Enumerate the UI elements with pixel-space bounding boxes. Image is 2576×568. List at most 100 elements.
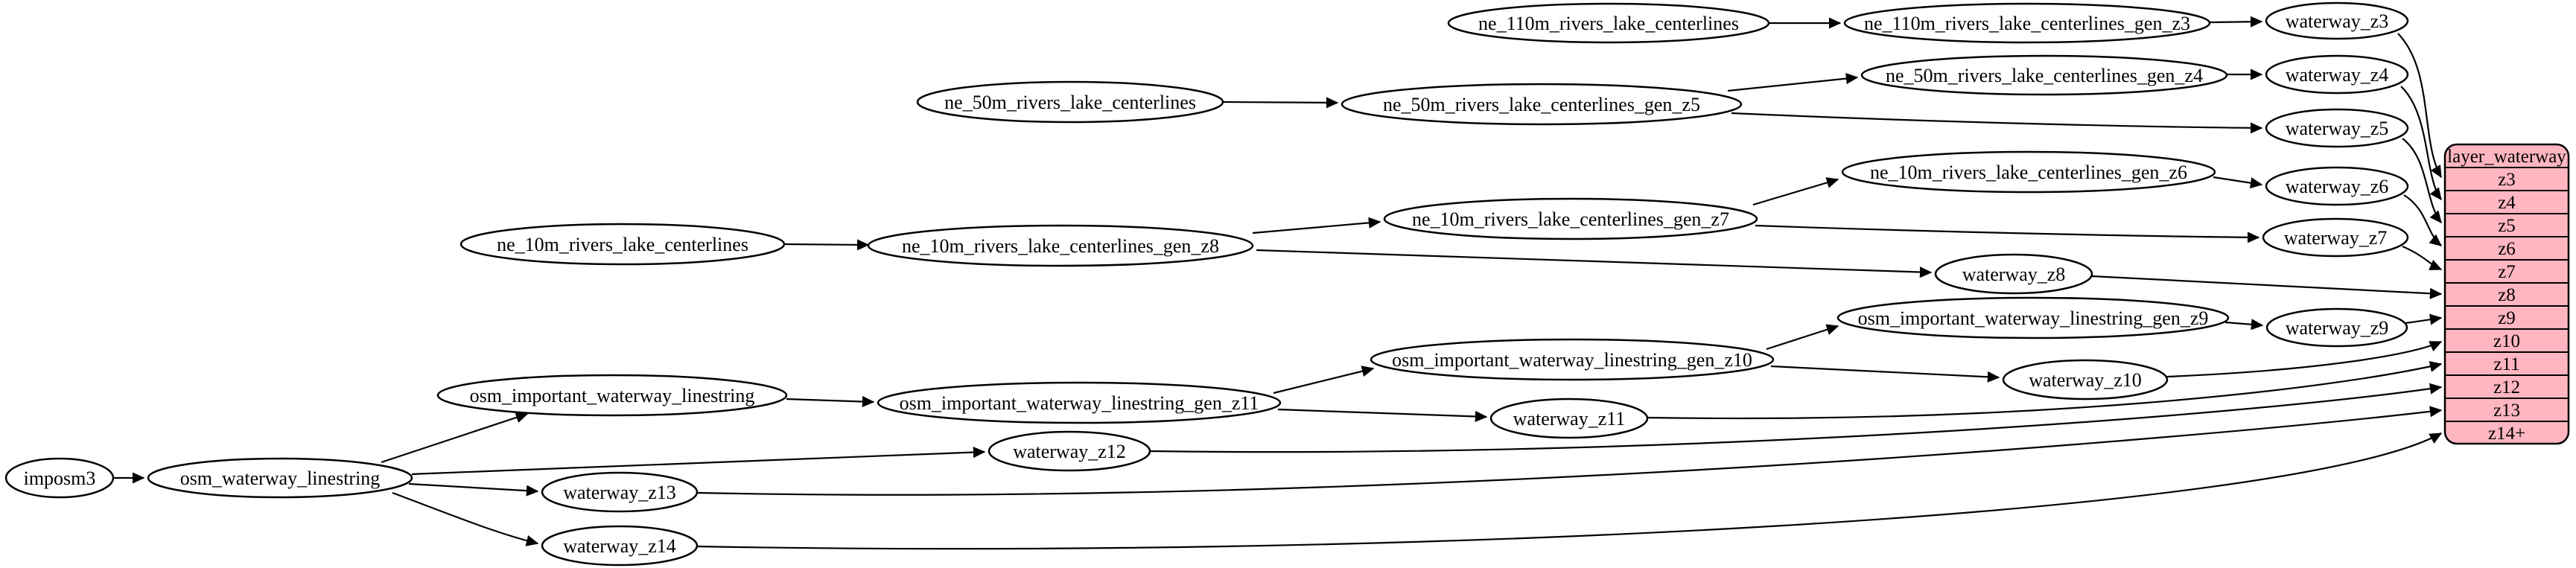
edge-gen_z7-waterway_z7 xyxy=(1755,224,2260,243)
node-waterway_z4-label: waterway_z4 xyxy=(2286,64,2389,86)
node-waterway_z13-shape xyxy=(541,471,699,513)
node-ne_10m_rivers_lake_centerlines_gen_z6-label: ne_10m_rivers_lake_centerlines_gen_z6 xyxy=(1870,162,2187,183)
node-waterway_z3-label: waterway_z3 xyxy=(2286,10,2389,32)
nodes: imposm3 osm_waterway_linestring osm_impo… xyxy=(4,1,2409,567)
node-imposm3-shape xyxy=(4,457,115,499)
edge-osm_waterway_linestring-waterway_z14 xyxy=(392,491,539,546)
node-waterway_z4-shape xyxy=(2265,54,2409,95)
table-row-z12: z12 xyxy=(2493,377,2520,398)
edge-waterway_z8-row_z8 xyxy=(2091,275,2443,299)
table-row-z9: z9 xyxy=(2498,308,2516,328)
edge-waterway_z11-row_z11 xyxy=(1647,360,2443,420)
node-ne_10m_rivers_lake_centerlines_gen_z7-shape xyxy=(1383,197,1758,240)
node-osm_important_waterway_linestring_gen_z10-label: osm_important_waterway_linestring_gen_z1… xyxy=(1392,349,1752,371)
node-waterway_z3-shape xyxy=(2265,1,2409,40)
edge-ne_50m-gen_z5 xyxy=(1222,97,1339,109)
edge-waterway_z6-row_z6 xyxy=(2403,194,2443,246)
node-waterway_z6-label: waterway_z6 xyxy=(2286,176,2389,197)
node-ne_50m_rivers_lake_centerlines-shape xyxy=(916,80,1224,124)
node-waterway_z13-label: waterway_z13 xyxy=(563,482,676,503)
edge-osm_waterway_linestring-osm_important_waterway_linestring xyxy=(381,412,529,464)
edge-waterway_z9-row_z9 xyxy=(2405,313,2443,325)
edge-gen_z9-waterway_z9 xyxy=(2224,319,2264,331)
node-osm_waterway_linestring: osm_waterway_linestring xyxy=(147,457,413,499)
node-ne_50m_rivers_lake_centerlines_gen_z5-shape xyxy=(1341,83,1743,126)
node-osm_important_waterway_linestring_gen_z11-shape xyxy=(877,381,1282,424)
edge-gen_z8-gen_z7 xyxy=(1252,217,1381,234)
table-row-z11: z11 xyxy=(2493,354,2519,374)
node-osm_important_waterway_linestring-shape xyxy=(436,374,788,417)
node-osm_important_waterway_linestring_gen_z9-label: osm_important_waterway_linestring_gen_z9 xyxy=(1858,307,2209,329)
node-waterway_z9-label: waterway_z9 xyxy=(2286,317,2389,339)
edge-gen_z5-waterway_z5 xyxy=(1731,112,2263,134)
table-row-z5: z5 xyxy=(2498,216,2516,236)
node-osm_important_waterway_linestring_gen_z9-shape xyxy=(1836,296,2230,339)
table-row-z14plus: z14+ xyxy=(2488,424,2525,444)
edge-gen_z11-waterway_z11 xyxy=(1277,408,1488,423)
node-ne_50m_rivers_lake_centerlines_gen_z4-label: ne_50m_rivers_lake_centerlines_gen_z4 xyxy=(1886,65,2203,86)
node-waterway_z3: waterway_z3 xyxy=(2265,1,2409,40)
node-waterway_z14-shape xyxy=(541,525,699,567)
node-waterway_z11-shape xyxy=(1489,398,1649,439)
node-waterway_z4: waterway_z4 xyxy=(2265,54,2409,95)
node-ne_10m_rivers_lake_centerlines_gen_z6: ne_10m_rivers_lake_centerlines_gen_z6 xyxy=(1841,150,2216,194)
edge-osm_important_waterway_linestring-gen_z11 xyxy=(786,395,875,408)
node-ne_10m_rivers_lake_centerlines_gen_z7-label: ne_10m_rivers_lake_centerlines_gen_z7 xyxy=(1412,208,1729,230)
node-ne_50m_rivers_lake_centerlines_gen_z4-shape xyxy=(1860,54,2228,96)
node-ne_110m_rivers_lake_centerlines-shape xyxy=(1447,2,1770,44)
edge-osm_waterway_linestring-waterway_z13 xyxy=(408,482,539,497)
table-row-z10: z10 xyxy=(2493,331,2520,351)
node-waterway_z8-shape xyxy=(1934,253,2093,295)
edge-gen_z10-gen_z9 xyxy=(1766,324,1839,351)
node-waterway_z12-label: waterway_z12 xyxy=(1013,441,1126,462)
node-ne_10m_rivers_lake_centerlines_gen_z6-shape xyxy=(1841,150,2216,194)
edge-waterway_z13-row_z13 xyxy=(696,406,2443,496)
node-waterway_z5-label: waterway_z5 xyxy=(2286,118,2389,139)
edge-gen_z10-waterway_z10 xyxy=(1770,365,2000,383)
node-ne_10m_rivers_lake_centerlines_gen_z7: ne_10m_rivers_lake_centerlines_gen_z7 xyxy=(1383,197,1758,240)
edge-ne_10m-gen_z8 xyxy=(783,239,870,251)
table-row-z13: z13 xyxy=(2493,401,2520,421)
edge-waterway_z10-row_z10 xyxy=(2166,340,2443,378)
node-waterway_z7-shape xyxy=(2262,217,2409,258)
node-osm_waterway_linestring-shape xyxy=(147,457,413,499)
node-waterway_z10-shape xyxy=(2002,359,2169,401)
node-waterway_z9: waterway_z9 xyxy=(2265,307,2408,348)
edge-gen_z5-gen_z4 xyxy=(1727,73,1859,92)
node-imposm3: imposm3 xyxy=(4,457,115,499)
node-ne_10m_rivers_lake_centerlines_gen_z8-label: ne_10m_rivers_lake_centerlines_gen_z8 xyxy=(902,235,1219,257)
table-row-z8: z8 xyxy=(2498,285,2516,305)
table-row-z3: z3 xyxy=(2498,170,2516,190)
node-waterway_z8: waterway_z8 xyxy=(1934,253,2093,295)
node-osm_important_waterway_linestring_gen_z10-shape xyxy=(1370,338,1775,381)
node-ne_10m_rivers_lake_centerlines: ne_10m_rivers_lake_centerlines xyxy=(459,223,786,266)
node-osm_important_waterway_linestring_gen_z11-label: osm_important_waterway_linestring_gen_z1… xyxy=(900,392,1259,414)
node-ne_50m_rivers_lake_centerlines_gen_z4: ne_50m_rivers_lake_centerlines_gen_z4 xyxy=(1860,54,2228,96)
node-waterway_z14-label: waterway_z14 xyxy=(563,535,676,557)
node-ne_110m_rivers_lake_centerlines_gen_z3: ne_110m_rivers_lake_centerlines_gen_z3 xyxy=(1843,2,2211,44)
node-waterway_z11-label: waterway_z11 xyxy=(1513,408,1626,430)
node-waterway_z5: waterway_z5 xyxy=(2265,108,2409,148)
node-ne_10m_rivers_lake_centerlines-shape xyxy=(459,223,786,266)
node-waterway_z9-shape xyxy=(2265,307,2408,348)
edge-gen_z6-waterway_z6 xyxy=(2213,176,2263,189)
node-ne_110m_rivers_lake_centerlines_gen_z3-label: ne_110m_rivers_lake_centerlines_gen_z3 xyxy=(1864,13,2190,34)
node-ne_10m_rivers_lake_centerlines_gen_z8-shape xyxy=(867,224,1254,267)
table-layer-waterway-box xyxy=(2443,143,2570,445)
node-ne_110m_rivers_lake_centerlines: ne_110m_rivers_lake_centerlines xyxy=(1447,2,1770,44)
table-row-z7: z7 xyxy=(2498,262,2516,282)
node-waterway_z6-shape xyxy=(2265,166,2409,206)
edge-waterway_z4-row_z4 xyxy=(2400,86,2442,201)
edge-osm_waterway_linestring-waterway_z12 xyxy=(411,446,986,476)
edge-gen_z7-gen_z6 xyxy=(1752,177,1839,206)
node-waterway_z7: waterway_z7 xyxy=(2262,217,2409,258)
edge-waterway_z5-row_z5 xyxy=(2402,138,2442,224)
node-osm_important_waterway_linestring: osm_important_waterway_linestring xyxy=(436,374,788,417)
table-row-z4: z4 xyxy=(2498,193,2516,213)
node-ne_10m_rivers_lake_centerlines_gen_z8: ne_10m_rivers_lake_centerlines_gen_z8 xyxy=(867,224,1254,267)
edge-gen_z8-waterway_z8 xyxy=(1256,249,1933,278)
node-waterway_z6: waterway_z6 xyxy=(2265,166,2409,206)
edge-gen_z11-gen_z10 xyxy=(1273,366,1375,395)
node-osm_waterway_linestring-label: osm_waterway_linestring xyxy=(180,468,381,489)
